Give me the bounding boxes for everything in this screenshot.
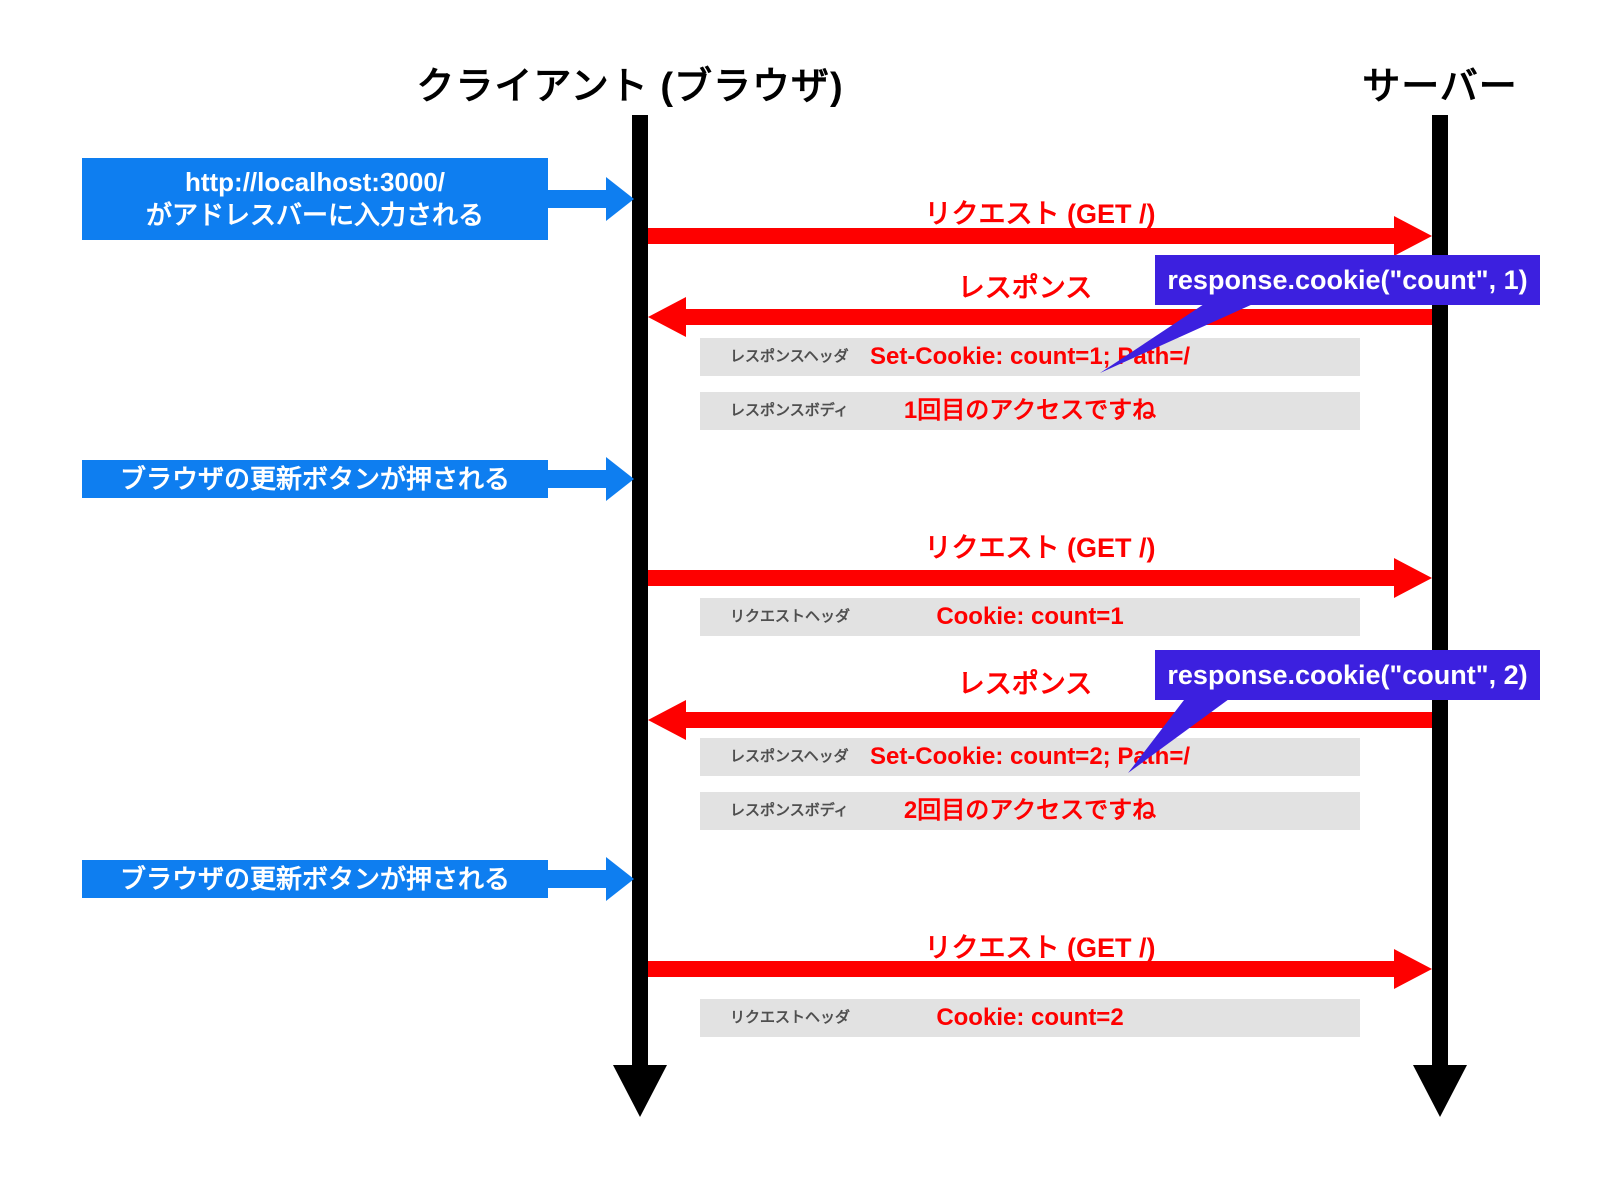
request2-header-label: リクエストヘッダ xyxy=(730,608,851,625)
event-arrowhead-icon xyxy=(606,857,634,901)
event-url-entered-line1: http://localhost:3000/ xyxy=(184,167,446,197)
request2-arrowhead-icon xyxy=(1394,558,1432,598)
response2-body-row: レスポンスボディ 2回目のアクセスですね xyxy=(700,792,1360,830)
request2-header-row: リクエストヘッダ Cookie: count=1 xyxy=(700,598,1360,636)
event-refresh-2: ブラウザの更新ボタンが押される xyxy=(82,860,548,898)
request1-label: リクエスト (GET /) xyxy=(924,199,1156,229)
event-url-entered: http://localhost:3000/ がアドレスバーに入力される xyxy=(82,158,548,240)
response1-body-row: レスポンスボディ 1回目のアクセスですね xyxy=(700,392,1360,430)
callout-set-cookie-1: response.cookie("count", 1) xyxy=(1155,255,1540,305)
response1-arrowhead-icon xyxy=(648,297,686,337)
response1-label: レスポンス xyxy=(957,273,1093,303)
response2-label: レスポンス xyxy=(957,669,1093,699)
response1-body-value: 1回目のアクセスですね xyxy=(903,397,1157,424)
event-refresh-1: ブラウザの更新ボタンが押される xyxy=(82,460,548,498)
event-arrow xyxy=(548,470,606,488)
event-refresh-1-line1: ブラウザの更新ボタンが押される xyxy=(119,463,510,494)
response1-header-row: レスポンスヘッダ Set-Cookie: count=1; Path=/ xyxy=(700,338,1360,376)
client-lifeline xyxy=(632,115,648,1065)
client-lifeline-label: クライアント (ブラウザ) xyxy=(416,66,844,108)
event-refresh-2-line1: ブラウザの更新ボタンが押される xyxy=(119,863,510,894)
server-lifeline xyxy=(1432,115,1448,1065)
response1-header-label: レスポンスヘッダ xyxy=(730,348,849,365)
response2-arrowhead-icon xyxy=(648,700,686,740)
client-lifeline-arrowhead-icon xyxy=(613,1065,667,1117)
request1-arrow xyxy=(648,228,1394,244)
response2-body-label: レスポンスボディ xyxy=(730,802,849,819)
response1-arrow xyxy=(686,309,1432,325)
response2-header-value: Set-Cookie: count=2; Path=/ xyxy=(869,743,1191,770)
request3-arrow xyxy=(648,961,1394,977)
request3-header-label: リクエストヘッダ xyxy=(730,1009,851,1026)
response2-arrow xyxy=(686,712,1432,728)
event-arrow xyxy=(548,870,606,888)
request3-header-row: リクエストヘッダ Cookie: count=2 xyxy=(700,999,1360,1037)
server-lifeline-arrowhead-icon xyxy=(1413,1065,1467,1117)
event-url-entered-line2: がアドレスバーに入力される xyxy=(145,200,484,230)
request2-header-value: Cookie: count=1 xyxy=(936,603,1124,630)
request3-label: リクエスト (GET /) xyxy=(924,933,1156,963)
event-arrowhead-icon xyxy=(606,457,634,501)
response2-body-value: 2回目のアクセスですね xyxy=(903,797,1157,824)
request2-label: リクエスト (GET /) xyxy=(924,533,1156,563)
event-arrow xyxy=(548,190,606,208)
request3-arrowhead-icon xyxy=(1394,949,1432,989)
callout-set-cookie-2: response.cookie("count", 2) xyxy=(1155,650,1540,700)
request1-arrowhead-icon xyxy=(1394,216,1432,256)
response2-header-label: レスポンスヘッダ xyxy=(730,748,849,765)
server-lifeline-label: サーバー xyxy=(1362,66,1518,108)
request2-arrow xyxy=(648,570,1394,586)
request3-header-value: Cookie: count=2 xyxy=(936,1004,1124,1031)
response1-header-value: Set-Cookie: count=1; Path=/ xyxy=(869,343,1191,370)
response2-header-row: レスポンスヘッダ Set-Cookie: count=2; Path=/ xyxy=(700,738,1360,776)
response1-body-label: レスポンスボディ xyxy=(730,402,849,419)
event-arrowhead-icon xyxy=(606,177,634,221)
